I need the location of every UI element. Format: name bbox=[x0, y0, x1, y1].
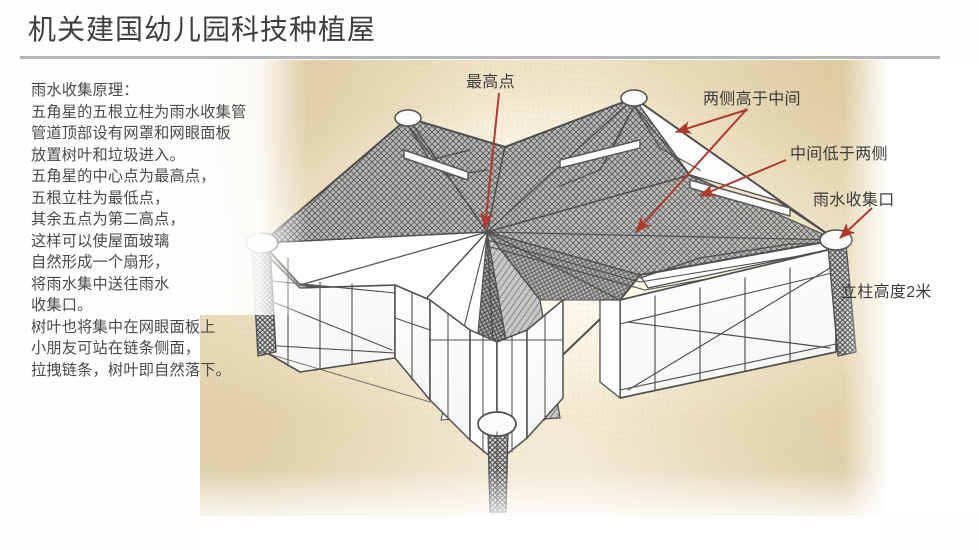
callout-label-peak: 最高点 bbox=[466, 74, 515, 91]
title-divider bbox=[20, 56, 940, 59]
principle-description: 雨水收集原理： 五角星的五根立柱为雨水收集管 管道顶部设有网罩和网眼面板 放置树… bbox=[31, 82, 247, 379]
page-title: 机关建国幼儿园科技种植屋 bbox=[28, 14, 377, 45]
callout-label-middle-lower: 中间低于两侧 bbox=[790, 146, 888, 163]
callout-label-sides-higher: 两侧高于中间 bbox=[703, 91, 801, 108]
callout-label-water-inlet: 雨水收集口 bbox=[813, 192, 895, 209]
callout-label-column-height: 立柱高度2米 bbox=[841, 284, 932, 301]
